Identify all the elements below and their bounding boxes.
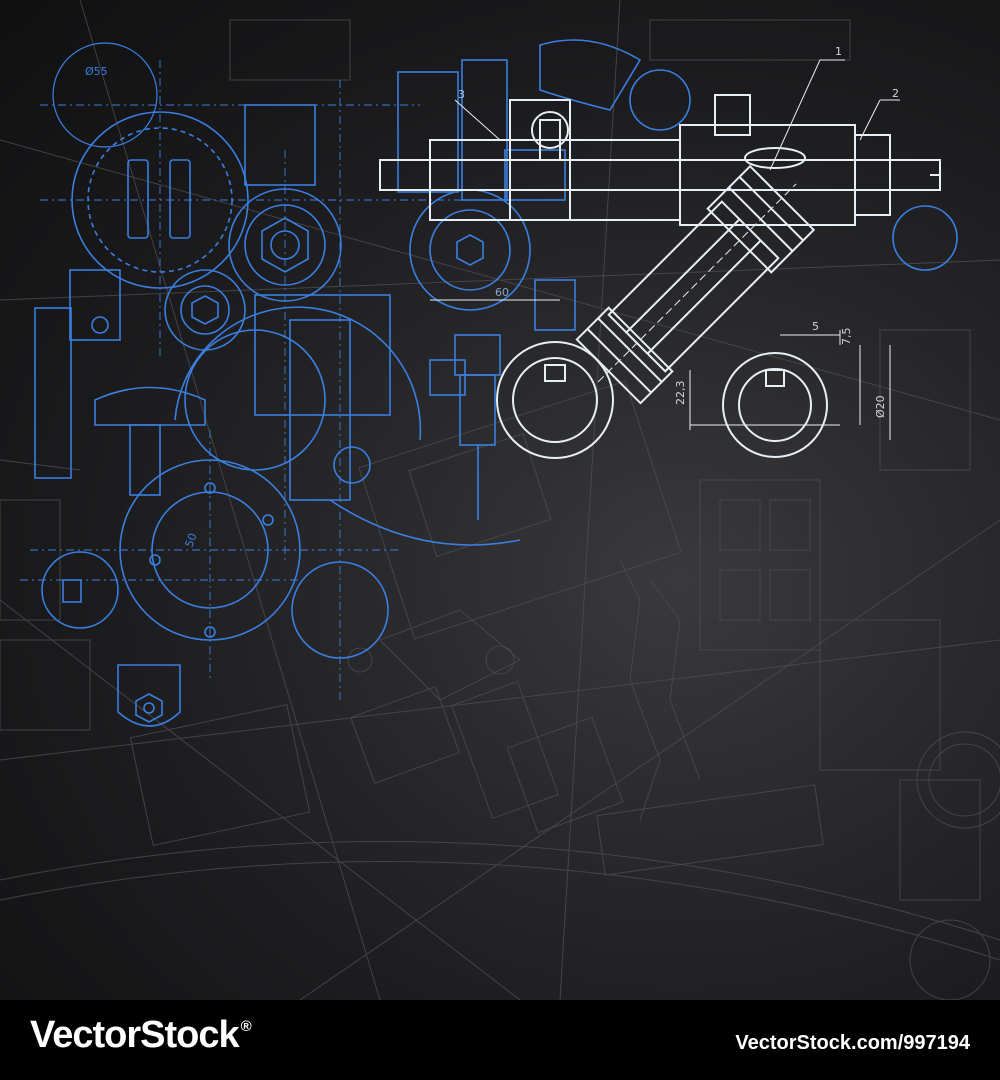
vectorstock-logo: VectorStock® <box>30 1014 252 1057</box>
blue-machine-parts <box>20 39 958 727</box>
callout-1: 1 <box>835 45 842 58</box>
brand-name: VectorStock <box>30 1014 240 1056</box>
background-sketch-layer <box>0 0 1000 1000</box>
callout-3: 3 <box>458 88 465 101</box>
registered-mark: ® <box>240 1018 252 1035</box>
blueprint-artwork: 1 2 3 Ø55 60 Ø20 5 7,5 22,3 50 <box>0 0 1000 1000</box>
dimension-50: 50 <box>183 531 200 549</box>
watermark-footer: VectorStock® VectorStock.com/997194 <box>0 1000 1000 1080</box>
dimension-5: 5 <box>812 320 819 333</box>
technical-drawing: 1 2 3 Ø55 60 Ø20 5 7,5 22,3 50 <box>0 0 1000 1000</box>
dimension-7-5: 7,5 <box>840 328 853 346</box>
image-id-label: VectorStock.com/997194 <box>735 1032 970 1054</box>
white-assembly-detail <box>379 59 941 459</box>
dimension-60: 60 <box>495 286 509 299</box>
drawing-annotations: 1 2 3 Ø55 60 Ø20 5 7,5 22,3 50 <box>85 45 899 549</box>
dimension-d55: Ø55 <box>85 65 108 78</box>
callout-2: 2 <box>892 87 899 100</box>
dimension-d20: Ø20 <box>874 395 887 418</box>
dimension-22-3: 22,3 <box>674 381 687 406</box>
